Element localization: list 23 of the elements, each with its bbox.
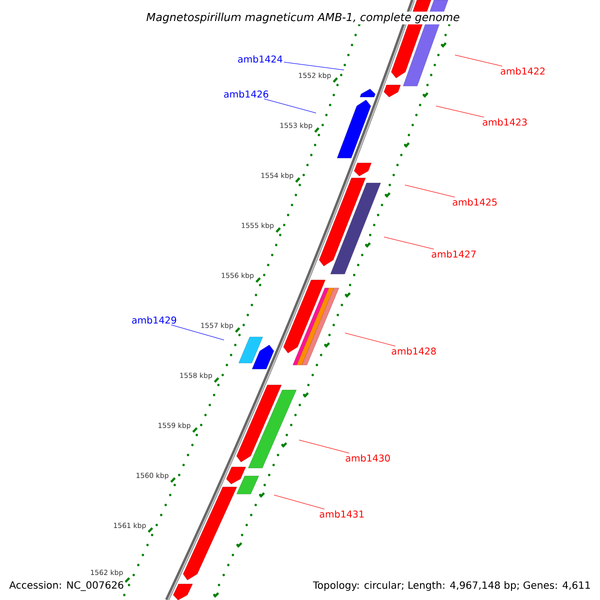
gene-label: amb1426 [224,90,268,98]
gene-label: amb1425 [452,198,497,206]
gene-label: amb1429 [132,316,176,324]
leader-line [284,62,344,70]
leader-line [436,106,484,118]
leader-line [344,332,396,346]
gene-label: amb1422 [500,67,545,75]
genome-summary-text: Topology: circular; Length: 4,967,148 bp; Genes: 4,611 [312,580,592,592]
gene-label: amb1424 [238,55,282,63]
title: Magnetospirillum magneticum AMB-1, complete genome [145,12,461,24]
leader-line [298,440,350,454]
leader-line [170,324,224,340]
gene-label: amb1427 [432,250,476,258]
leader-line [404,184,456,198]
leader-line [274,494,325,510]
gene-label: amb1428 [392,347,436,355]
leader-line [264,98,316,114]
gene-label: amb1423 [482,118,527,126]
accession-text: Accession: NC_007626 [8,580,125,592]
gene-label: amb1431 [320,510,364,518]
gene-label: amb1430 [346,454,390,462]
leader-line [454,54,502,66]
leader-line [384,236,434,250]
